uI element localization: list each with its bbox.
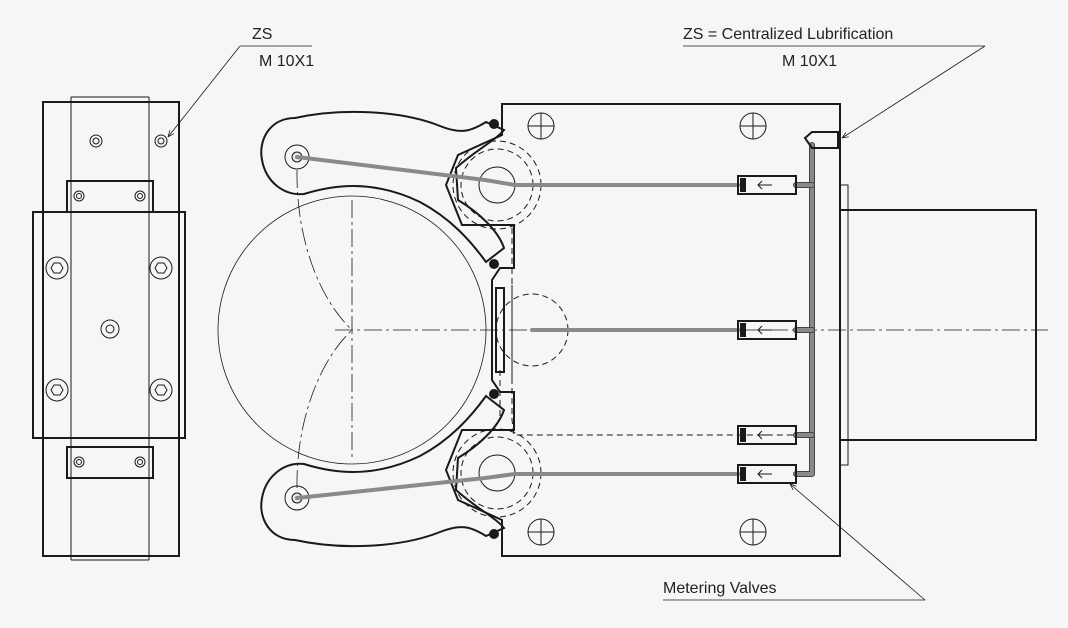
zs-right-thread: M 10X1 bbox=[782, 53, 837, 70]
metering-valves-label: Metering Valves bbox=[663, 580, 777, 597]
zs-left-thread: M 10X1 bbox=[259, 53, 314, 70]
side-view bbox=[32, 96, 186, 561]
zs-right-annotation: ZS = Centralized Lubrification M 10X1 bbox=[683, 26, 986, 138]
zs-right-label: ZS = Centralized Lubrification bbox=[683, 26, 893, 43]
metering-valves-annotation: Metering Valves bbox=[663, 484, 926, 601]
metering-valve bbox=[737, 425, 797, 445]
metering-valve bbox=[737, 175, 797, 195]
lubrication-fitting bbox=[803, 131, 839, 149]
side-view-top-clamp bbox=[66, 180, 154, 213]
mounting-hole-icon bbox=[527, 112, 767, 546]
zs-left-annotation: ZS M 10X1 bbox=[168, 26, 314, 137]
lubrication-lines bbox=[295, 142, 815, 500]
zs-left-label: ZS bbox=[252, 26, 272, 43]
hydraulic-cylinder bbox=[839, 209, 1037, 441]
lower-gripper-arm bbox=[260, 394, 506, 548]
top-view bbox=[217, 103, 1048, 557]
side-view-body bbox=[42, 101, 180, 557]
metering-valve bbox=[737, 464, 797, 484]
side-view-bottom-clamp bbox=[66, 446, 154, 479]
metering-valve bbox=[737, 320, 797, 340]
zs-port-left bbox=[154, 134, 168, 148]
upper-gripper-arm bbox=[260, 110, 506, 264]
hex-bolt-icon bbox=[45, 256, 173, 402]
